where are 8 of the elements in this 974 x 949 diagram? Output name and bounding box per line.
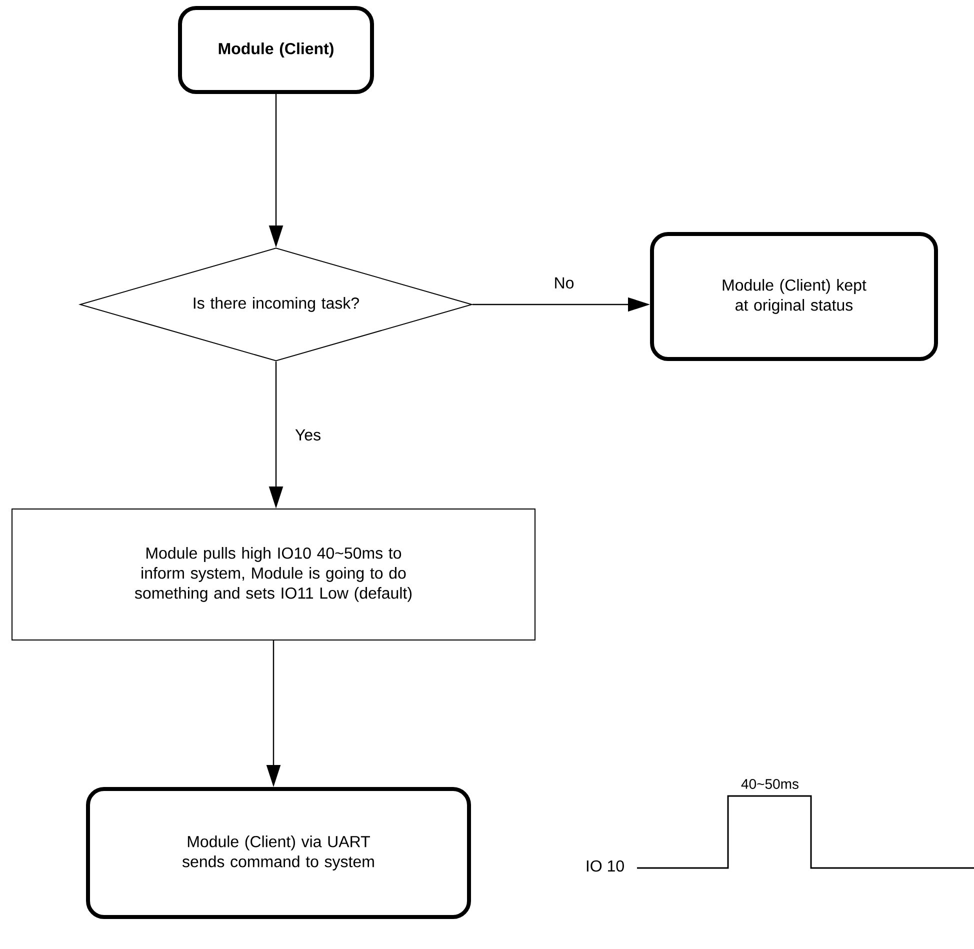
- process-box: Module pulls high IO10 40~50ms to inform system, Module is going to do something and sets IO11 Low (default): [12, 508, 536, 640]
- edge-label: No: [552, 275, 576, 291]
- rounded-box: Module (Client): [178, 6, 374, 94]
- waveform-label: IO 10: [586, 860, 624, 872]
- waveform-label: 40~50ms: [741, 779, 798, 789]
- rounded-box: Module (Client) via UART sends command to system: [86, 786, 471, 919]
- rounded-box: Module (Client) kept at original status: [650, 232, 938, 361]
- edge-label: Yes: [292, 427, 324, 443]
